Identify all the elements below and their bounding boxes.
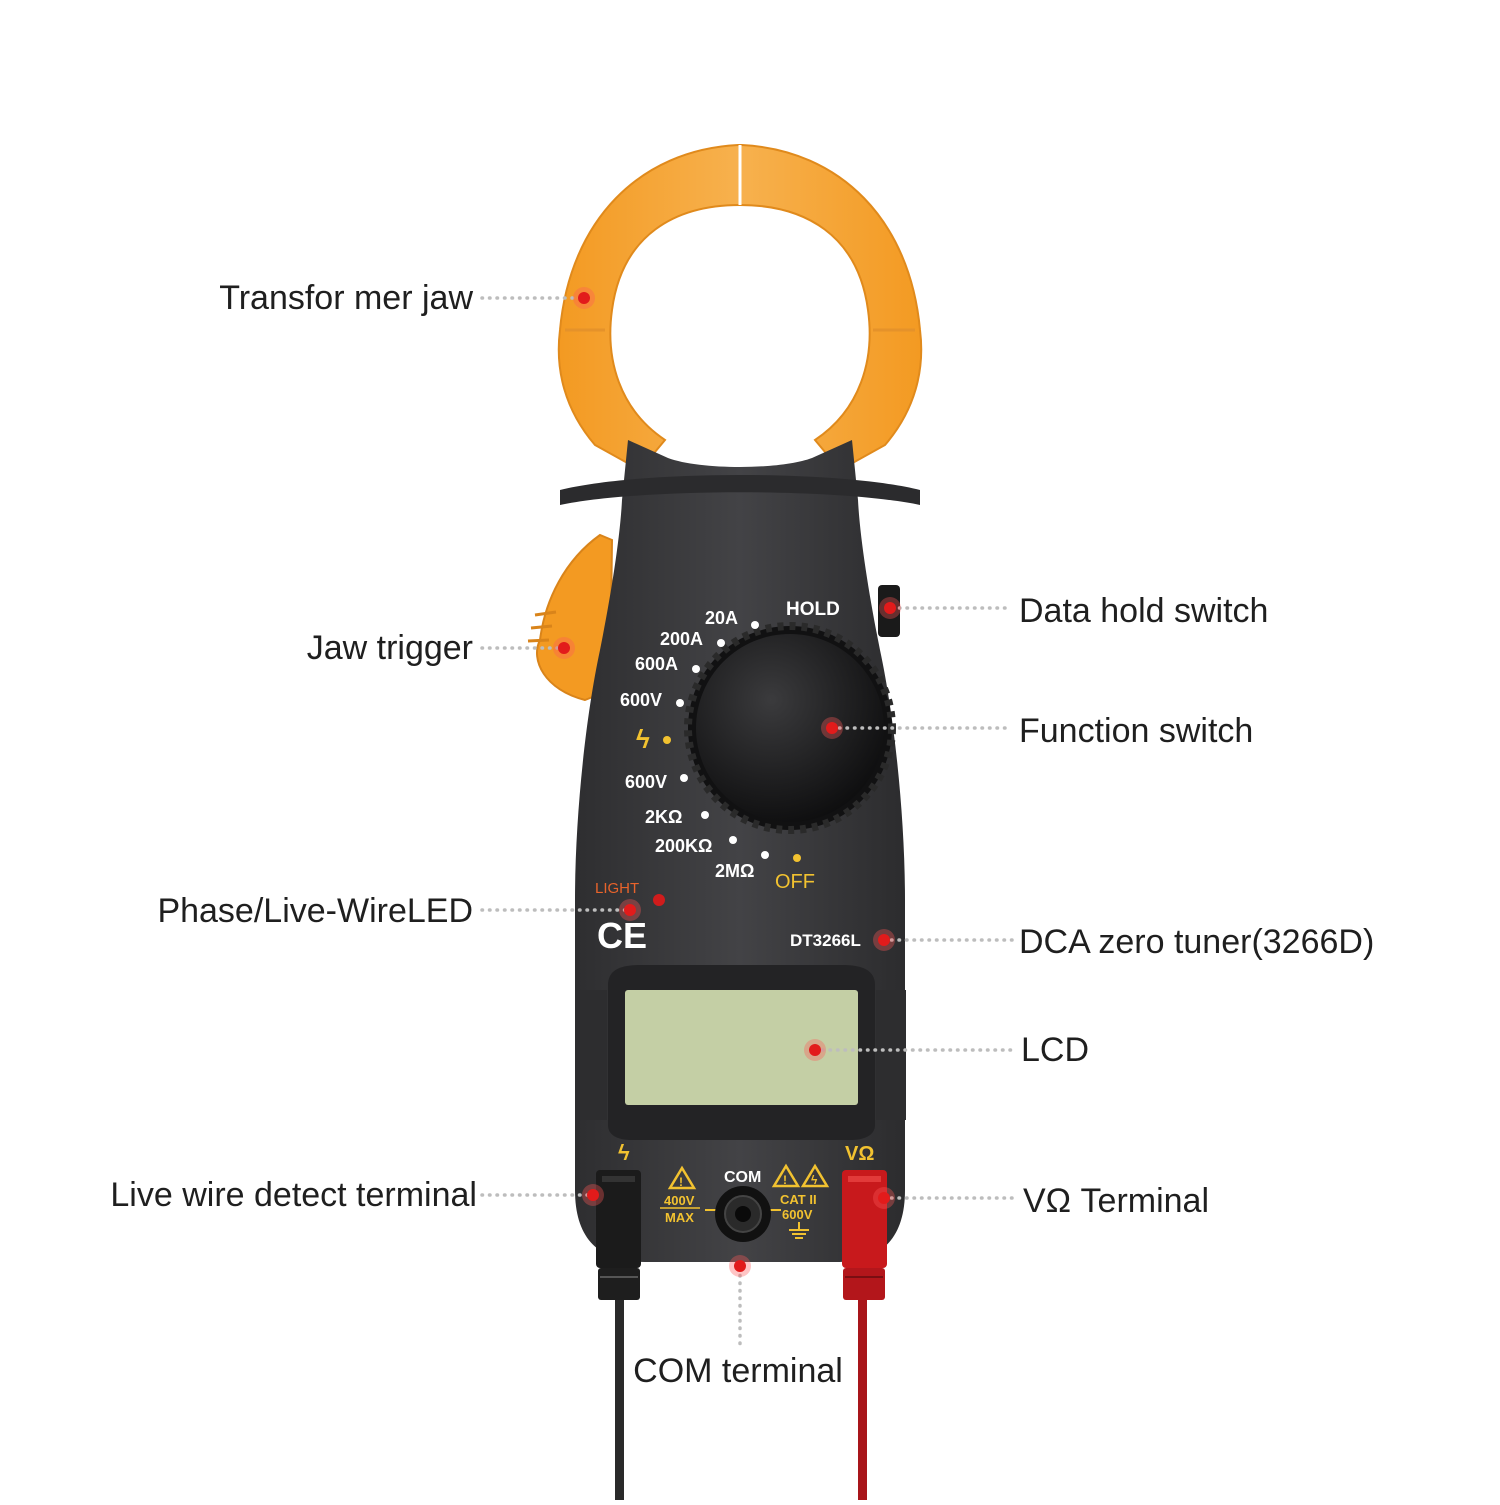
callout-dca-zero-tuner: DCA zero tuner(3266D)	[1019, 923, 1374, 961]
light-label: LIGHT	[595, 880, 639, 897]
dial-pos-600v-ac: 600V	[620, 690, 662, 710]
phase-led	[653, 894, 665, 906]
dial-pos-200kohm: 200KΩ	[655, 836, 712, 856]
dial-pos-2mohm: 2MΩ	[715, 861, 754, 881]
transformer-jaw[interactable]	[557, 144, 923, 472]
warning-triangle-icon: !	[667, 1165, 697, 1190]
callout-lcd: LCD	[1021, 1031, 1089, 1069]
callout-jaw-trigger: Jaw trigger	[307, 629, 473, 667]
max-label: MAX	[665, 1210, 694, 1225]
body-shoulder	[560, 475, 920, 505]
dial-pos-live: ϟ	[636, 724, 650, 754]
callout-function-switch: Function switch	[1019, 712, 1253, 750]
leader-lines	[480, 296, 1014, 1350]
live-terminal-symbol: ϟ	[618, 1140, 630, 1165]
lcd-display	[625, 990, 858, 1105]
callout-com-terminal: COM terminal	[633, 1352, 843, 1390]
svg-text:!: !	[679, 1175, 683, 1189]
max-voltage-label: 400V	[664, 1193, 695, 1208]
com-label: COM	[724, 1169, 761, 1186]
callout-data-hold-switch: Data hold switch	[1019, 592, 1268, 630]
trigger-ridges	[527, 610, 557, 643]
lightning-icon: ϟ	[800, 1163, 830, 1188]
vohm-label: VΩ	[845, 1143, 874, 1165]
dial-positions: 20A 200A 600A 600V ϟ 600V 2KΩ 200KΩ 2MΩ …	[620, 608, 815, 893]
callout-live-wire-terminal: Live wire detect terminal	[110, 1176, 477, 1214]
dial-pos-2kohm: 2KΩ	[645, 807, 682, 827]
warning-triangle-icon: !	[771, 1163, 801, 1188]
cat-voltage-label: 600V	[782, 1207, 813, 1222]
cat-label: CAT II	[780, 1192, 817, 1207]
ground-icon	[789, 1222, 809, 1239]
dial-pos-off: OFF	[775, 871, 815, 893]
live-wire-terminal-plug[interactable]	[596, 1170, 641, 1268]
lcd-side-right	[876, 990, 906, 1120]
dial-pos-600a: 600A	[635, 654, 678, 674]
black-test-lead	[598, 1268, 640, 1500]
callout-phase-led: Phase/Live-WireLED	[157, 892, 473, 930]
red-test-lead	[843, 1268, 885, 1500]
vohm-terminal-plug[interactable]	[842, 1170, 887, 1268]
svg-text:!: !	[783, 1173, 787, 1187]
dial-pos-200a: 200A	[660, 629, 703, 649]
model-label: DT3266L	[790, 931, 861, 950]
callout-transformer-jaw: Transfor mer jaw	[219, 279, 473, 317]
hold-label: HOLD	[786, 599, 840, 620]
ce-mark-icon: CE	[597, 915, 647, 956]
dial-pos-600v-dc: 600V	[625, 772, 667, 792]
svg-text:ϟ: ϟ	[811, 1173, 818, 1187]
callout-vohm-terminal: VΩ Terminal	[1023, 1182, 1209, 1220]
lcd-side-left	[575, 990, 607, 1120]
com-terminal-jack[interactable]	[715, 1186, 771, 1242]
marker-dots	[553, 287, 901, 1277]
dial-pos-20a: 20A	[705, 608, 738, 628]
